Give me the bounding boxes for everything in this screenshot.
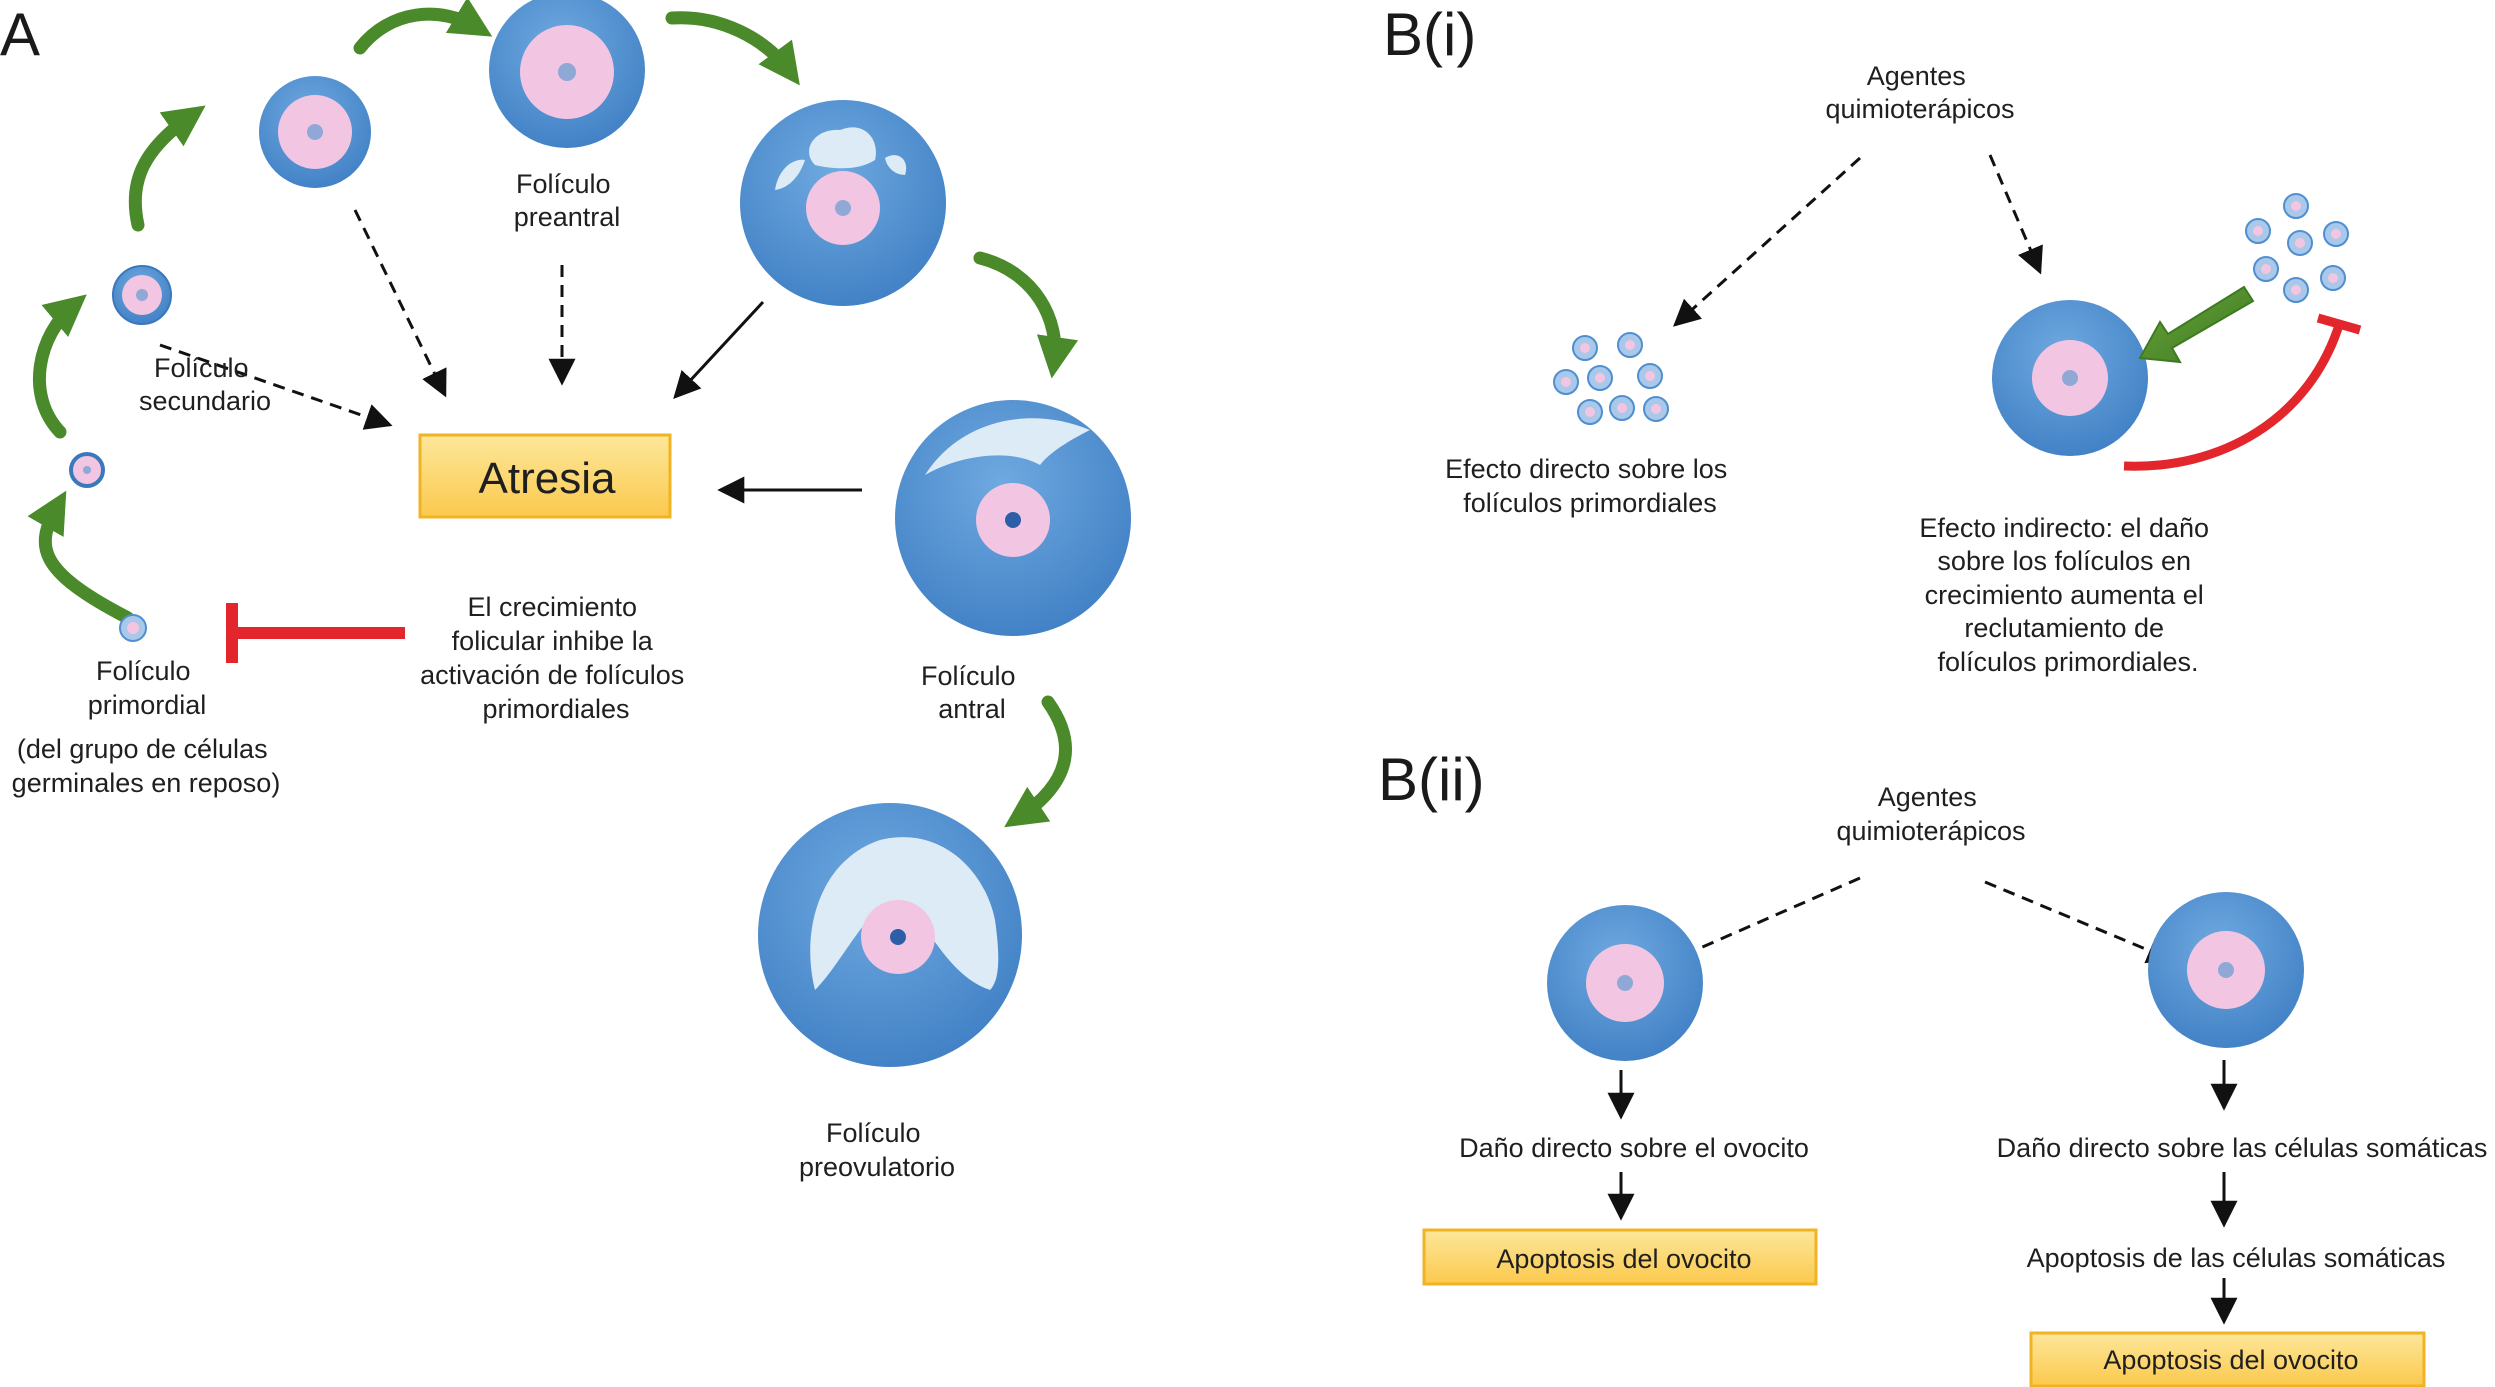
- inhibition-symbol: [226, 603, 405, 663]
- follicle-preovulatory: [758, 803, 1022, 1067]
- bi-agents-label: Agentes quimioterápicos: [1825, 61, 2014, 124]
- bi-inhibition-arc: [2123, 313, 2362, 471]
- bii-apoptosis-right-label: Apoptosis del ovocito: [2103, 1345, 2358, 1375]
- growth-arrows: [27, 0, 1079, 828]
- label-preantral: Folículo preantral: [514, 169, 621, 232]
- bii-solid-arrows: [1607, 1060, 2238, 1325]
- bi-dashed-arrows: [1672, 154, 2043, 327]
- bii-follicle-right: [2148, 892, 2304, 1048]
- bii-somatic-apoptosis-label: Apoptosis de las células somáticas: [2027, 1243, 2446, 1273]
- growth-arrow-antral: [973, 251, 1079, 379]
- bi-arrow-indirect: [1988, 154, 2043, 275]
- bii-dashed-arrows: [1631, 876, 2175, 980]
- growth-arrow-primordial: [27, 490, 135, 625]
- follicle-early-antral: [740, 100, 946, 306]
- label-primordial: Folículo primordial: [88, 656, 207, 720]
- growth-arrow-small: [32, 294, 87, 439]
- bi-arrow-direct: [1672, 156, 1862, 327]
- bi-indirect-effect-label: Efecto indirecto: el daño sobre los folí…: [1919, 513, 2216, 677]
- bii-somatic-damage-label: Daño directo sobre las células somáticas: [1997, 1133, 2488, 1163]
- panel-label-a: A: [0, 1, 40, 68]
- growth-arrow-secondary: [128, 105, 206, 232]
- atresia-label: Atresia: [479, 454, 616, 503]
- bii-apoptosis-box-left: Apoptosis del ovocito: [1422, 1228, 1818, 1286]
- label-antral: Folículo antral: [921, 661, 1023, 724]
- follicle-small: [69, 452, 105, 488]
- bii-oocyte-damage-label: Daño directo sobre el ovocito: [1459, 1133, 1809, 1163]
- panel-label-bii: B(ii): [1378, 746, 1485, 813]
- follicle-preantral: [489, 0, 645, 148]
- arrow-early-antral-to-atresia: [673, 300, 765, 399]
- label-secondary: Folículo secundario: [139, 353, 271, 416]
- follicle-antral: [895, 400, 1131, 636]
- bii-arrow-to-somatic: [1984, 880, 2175, 964]
- panel-label-bi: B(i): [1383, 1, 1476, 68]
- bi-direct-effect-label: Efecto directo sobre los folículos primo…: [1445, 454, 1735, 518]
- atresia-box: Atresia: [418, 433, 672, 519]
- atresia-arrows: [159, 209, 862, 504]
- bii-follicle-left: [1547, 905, 1703, 1061]
- bii-apoptosis-box-right: Apoptosis del ovocito: [2029, 1331, 2426, 1387]
- follicle-primordial: [119, 614, 147, 642]
- growth-arrow-preantral: [353, 0, 493, 55]
- bi-recruitment-arrow: [2138, 285, 2255, 364]
- label-reserve-pool: (del grupo de células germinales en repo…: [12, 734, 281, 798]
- bi-primordial-cluster-left: [1553, 332, 1669, 425]
- label-inhibition: El crecimiento folicular inhibe la activ…: [420, 592, 692, 724]
- follicle-secondary: [112, 265, 172, 325]
- growth-arrow-preovulatory: [1004, 695, 1072, 828]
- arrow-follicle-to-atresia: [353, 209, 447, 398]
- bi-growing-follicle: [1992, 300, 2148, 456]
- bii-agents-label: Agentes quimioterápicos: [1836, 782, 2025, 846]
- arrow-secondary-to-atresia: [159, 343, 393, 430]
- label-preovulatory: Folículo preovulatorio: [799, 1118, 955, 1182]
- bi-primordial-cluster-right: [2245, 193, 2349, 303]
- follicle-secondary-large: [259, 76, 371, 188]
- growth-arrow-early-antral: [665, 11, 800, 86]
- bii-apoptosis-left-label: Apoptosis del ovocito: [1496, 1244, 1751, 1274]
